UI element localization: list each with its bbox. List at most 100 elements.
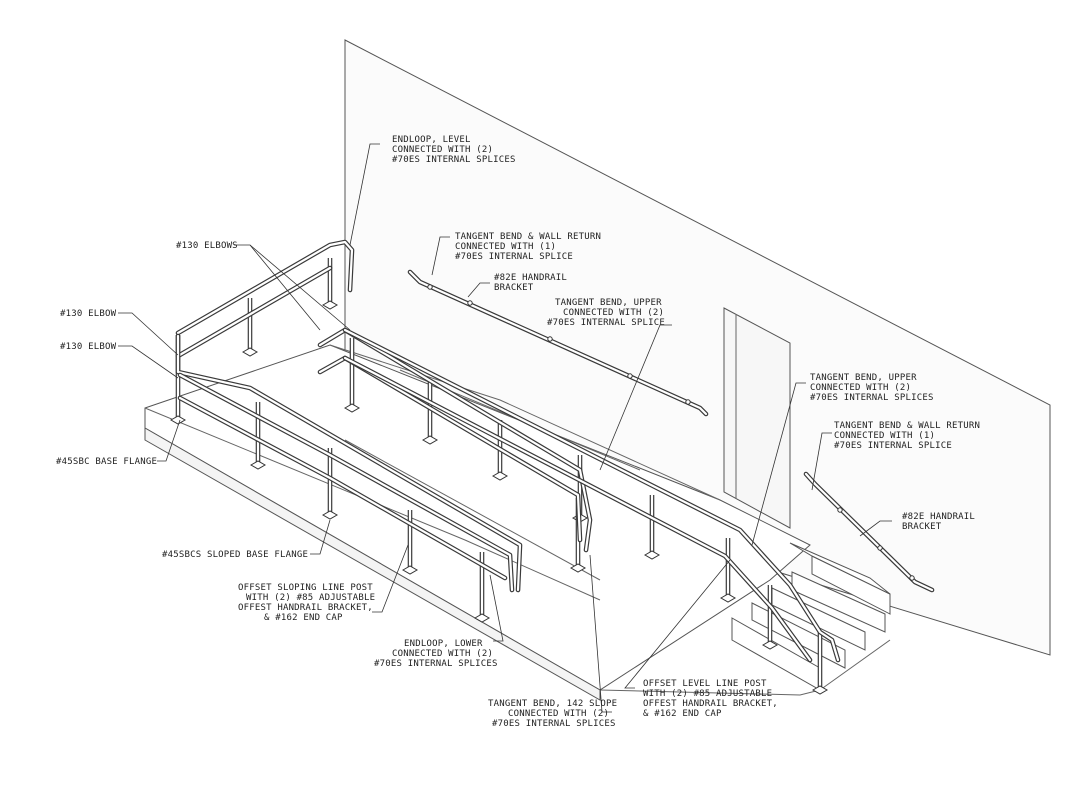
base-flange: [321, 300, 339, 310]
rail-upper-landing-top: [175, 239, 355, 336]
handrail-bracket: [685, 399, 691, 405]
handrail-bracket-upper-line-1: #82E HANDRAIL: [494, 273, 567, 283]
rail-ramp-inner-top: [317, 327, 593, 553]
back-wall: [344, 39, 1051, 656]
tangent-wall-right-line-3: #70ES INTERNAL SPLICE: [834, 441, 952, 451]
base-flange: [321, 510, 339, 520]
svg-text:#45SBCS SLOPED BASE FLANGE: #45SBCS SLOPED BASE FLANGE: [162, 550, 308, 560]
entry-stairs: [731, 542, 891, 691]
callout-130-elbows: #130 ELBOWS: [176, 241, 238, 251]
base-flange: [491, 471, 509, 481]
callout-130-elbow-b: #130 ELBOW: [60, 342, 117, 352]
tangent-upper-a-line-3: #70ES INTERNAL SPLICE: [547, 318, 665, 328]
rail-post: [643, 495, 661, 560]
rail-wall-handrail-right: [803, 471, 935, 593]
svg-text:#45SBC BASE FLANGE: #45SBC BASE FLANGE: [56, 457, 157, 467]
tangent-upper-b-line-3: #70ES INTERNAL SPLICES: [810, 393, 934, 403]
rail-post: [241, 298, 259, 357]
rail-ramp-lower-top: [177, 372, 515, 593]
callout-130-elbow-a: #130 ELBOW: [60, 309, 117, 319]
endloop-level-line-1: ENDLOOP, LEVEL: [392, 135, 471, 145]
svg-text:#130 ELBOW: #130 ELBOW: [60, 309, 117, 319]
rail-post: [321, 448, 339, 520]
offset-level-post-line-2: WITH (2) #85 ADJUSTABLE: [643, 689, 772, 699]
base-flange: [249, 460, 267, 470]
callout-sloped-base-flange: #45SBCS SLOPED BASE FLANGE: [162, 550, 308, 560]
base-flange: [473, 613, 491, 623]
tangent-wall-upper-line-3: #70ES INTERNAL SPLICE: [455, 252, 573, 262]
handrail-bracket: [467, 300, 473, 306]
rail-landing-front-top: [175, 333, 523, 593]
elbows-130-line-1: #130 ELBOWS: [176, 241, 238, 251]
base-flange: [569, 563, 587, 573]
base-flange: [421, 435, 439, 445]
handrail-bracket: [427, 284, 433, 290]
callout-base-flange: #45SBC BASE FLANGE: [56, 457, 157, 467]
rail-post: [343, 338, 361, 413]
endloop-level-line-2: CONNECTED WITH (2): [392, 145, 493, 155]
rail-ramp-upper-top: [342, 327, 841, 663]
base-flange: [241, 347, 259, 357]
offset-sloping-post-line-3: OFFEST HANDRAIL BRACKET,: [238, 603, 373, 613]
handrail-bracket: [877, 545, 883, 551]
endloop-lower-line-3: #70ES INTERNAL SPLICES: [374, 659, 498, 669]
rail-post: [761, 585, 779, 650]
rail-ramp-upper-mid: [342, 355, 813, 663]
base-flange: [169, 415, 187, 425]
offset-sloping-post-line-4: & #162 END CAP: [264, 613, 343, 623]
endloop-lower-line-2: CONNECTED WITH (2): [392, 649, 493, 659]
rail-post: [719, 538, 737, 603]
base-flange: [643, 550, 661, 560]
tangent-142-line-1: TANGENT BEND, 142 SLOPE: [488, 699, 617, 709]
rail-post: [401, 510, 419, 575]
offset-sloping-post-line-1: OFFSET SLOPING LINE POST: [238, 583, 373, 593]
offset-level-post-line-1: OFFSET LEVEL LINE POST: [643, 679, 767, 689]
handrail-bracket: [627, 373, 633, 379]
tangent-wall-right-line-1: TANGENT BEND & WALL RETURN: [834, 421, 980, 431]
rail-post: [249, 402, 267, 470]
base-flange: [343, 403, 361, 413]
handrails: [175, 239, 935, 663]
tangent-wall-upper-line-1: TANGENT BEND & WALL RETURN: [455, 232, 601, 242]
sloped-base-flange-line-1: #45SBCS SLOPED BASE FLANGE: [162, 550, 308, 560]
offset-level-post-line-4: & #162 END CAP: [643, 709, 722, 719]
base-flange: [761, 640, 779, 650]
endloop-level-line-3: #70ES INTERNAL SPLICES: [392, 155, 516, 165]
svg-text:#130 ELBOWS: #130 ELBOWS: [176, 241, 238, 251]
leader-lines: [118, 143, 892, 713]
door-opening: [723, 307, 791, 529]
handrail-bracket-right-line-2: BRACKET: [902, 522, 942, 532]
rail-post: [321, 258, 339, 310]
offset-level-post-line-3: OFFEST HANDRAIL BRACKET,: [643, 699, 778, 709]
tangent-wall-right-line-2: CONNECTED WITH (1): [834, 431, 935, 441]
handrail-bracket: [909, 575, 915, 581]
handrail-bracket: [837, 507, 843, 513]
tangent-wall-upper-line-2: CONNECTED WITH (1): [455, 242, 556, 252]
concrete-landing-and-ramp: [144, 344, 821, 701]
elbow-130-b-line-1: #130 ELBOW: [60, 342, 117, 352]
endloop-lower-line-1: ENDLOOP, LOWER: [404, 639, 483, 649]
offset-sloping-post-line-2: WITH (2) #85 ADJUSTABLE: [246, 593, 375, 603]
handrail-bracket-upper-line-2: BRACKET: [494, 283, 534, 293]
tangent-upper-b-line-1: TANGENT BEND, UPPER: [810, 373, 917, 383]
tangent-upper-a-line-2: CONNECTED WITH (2): [563, 308, 664, 318]
elbow-130-a-line-1: #130 ELBOW: [60, 309, 117, 319]
